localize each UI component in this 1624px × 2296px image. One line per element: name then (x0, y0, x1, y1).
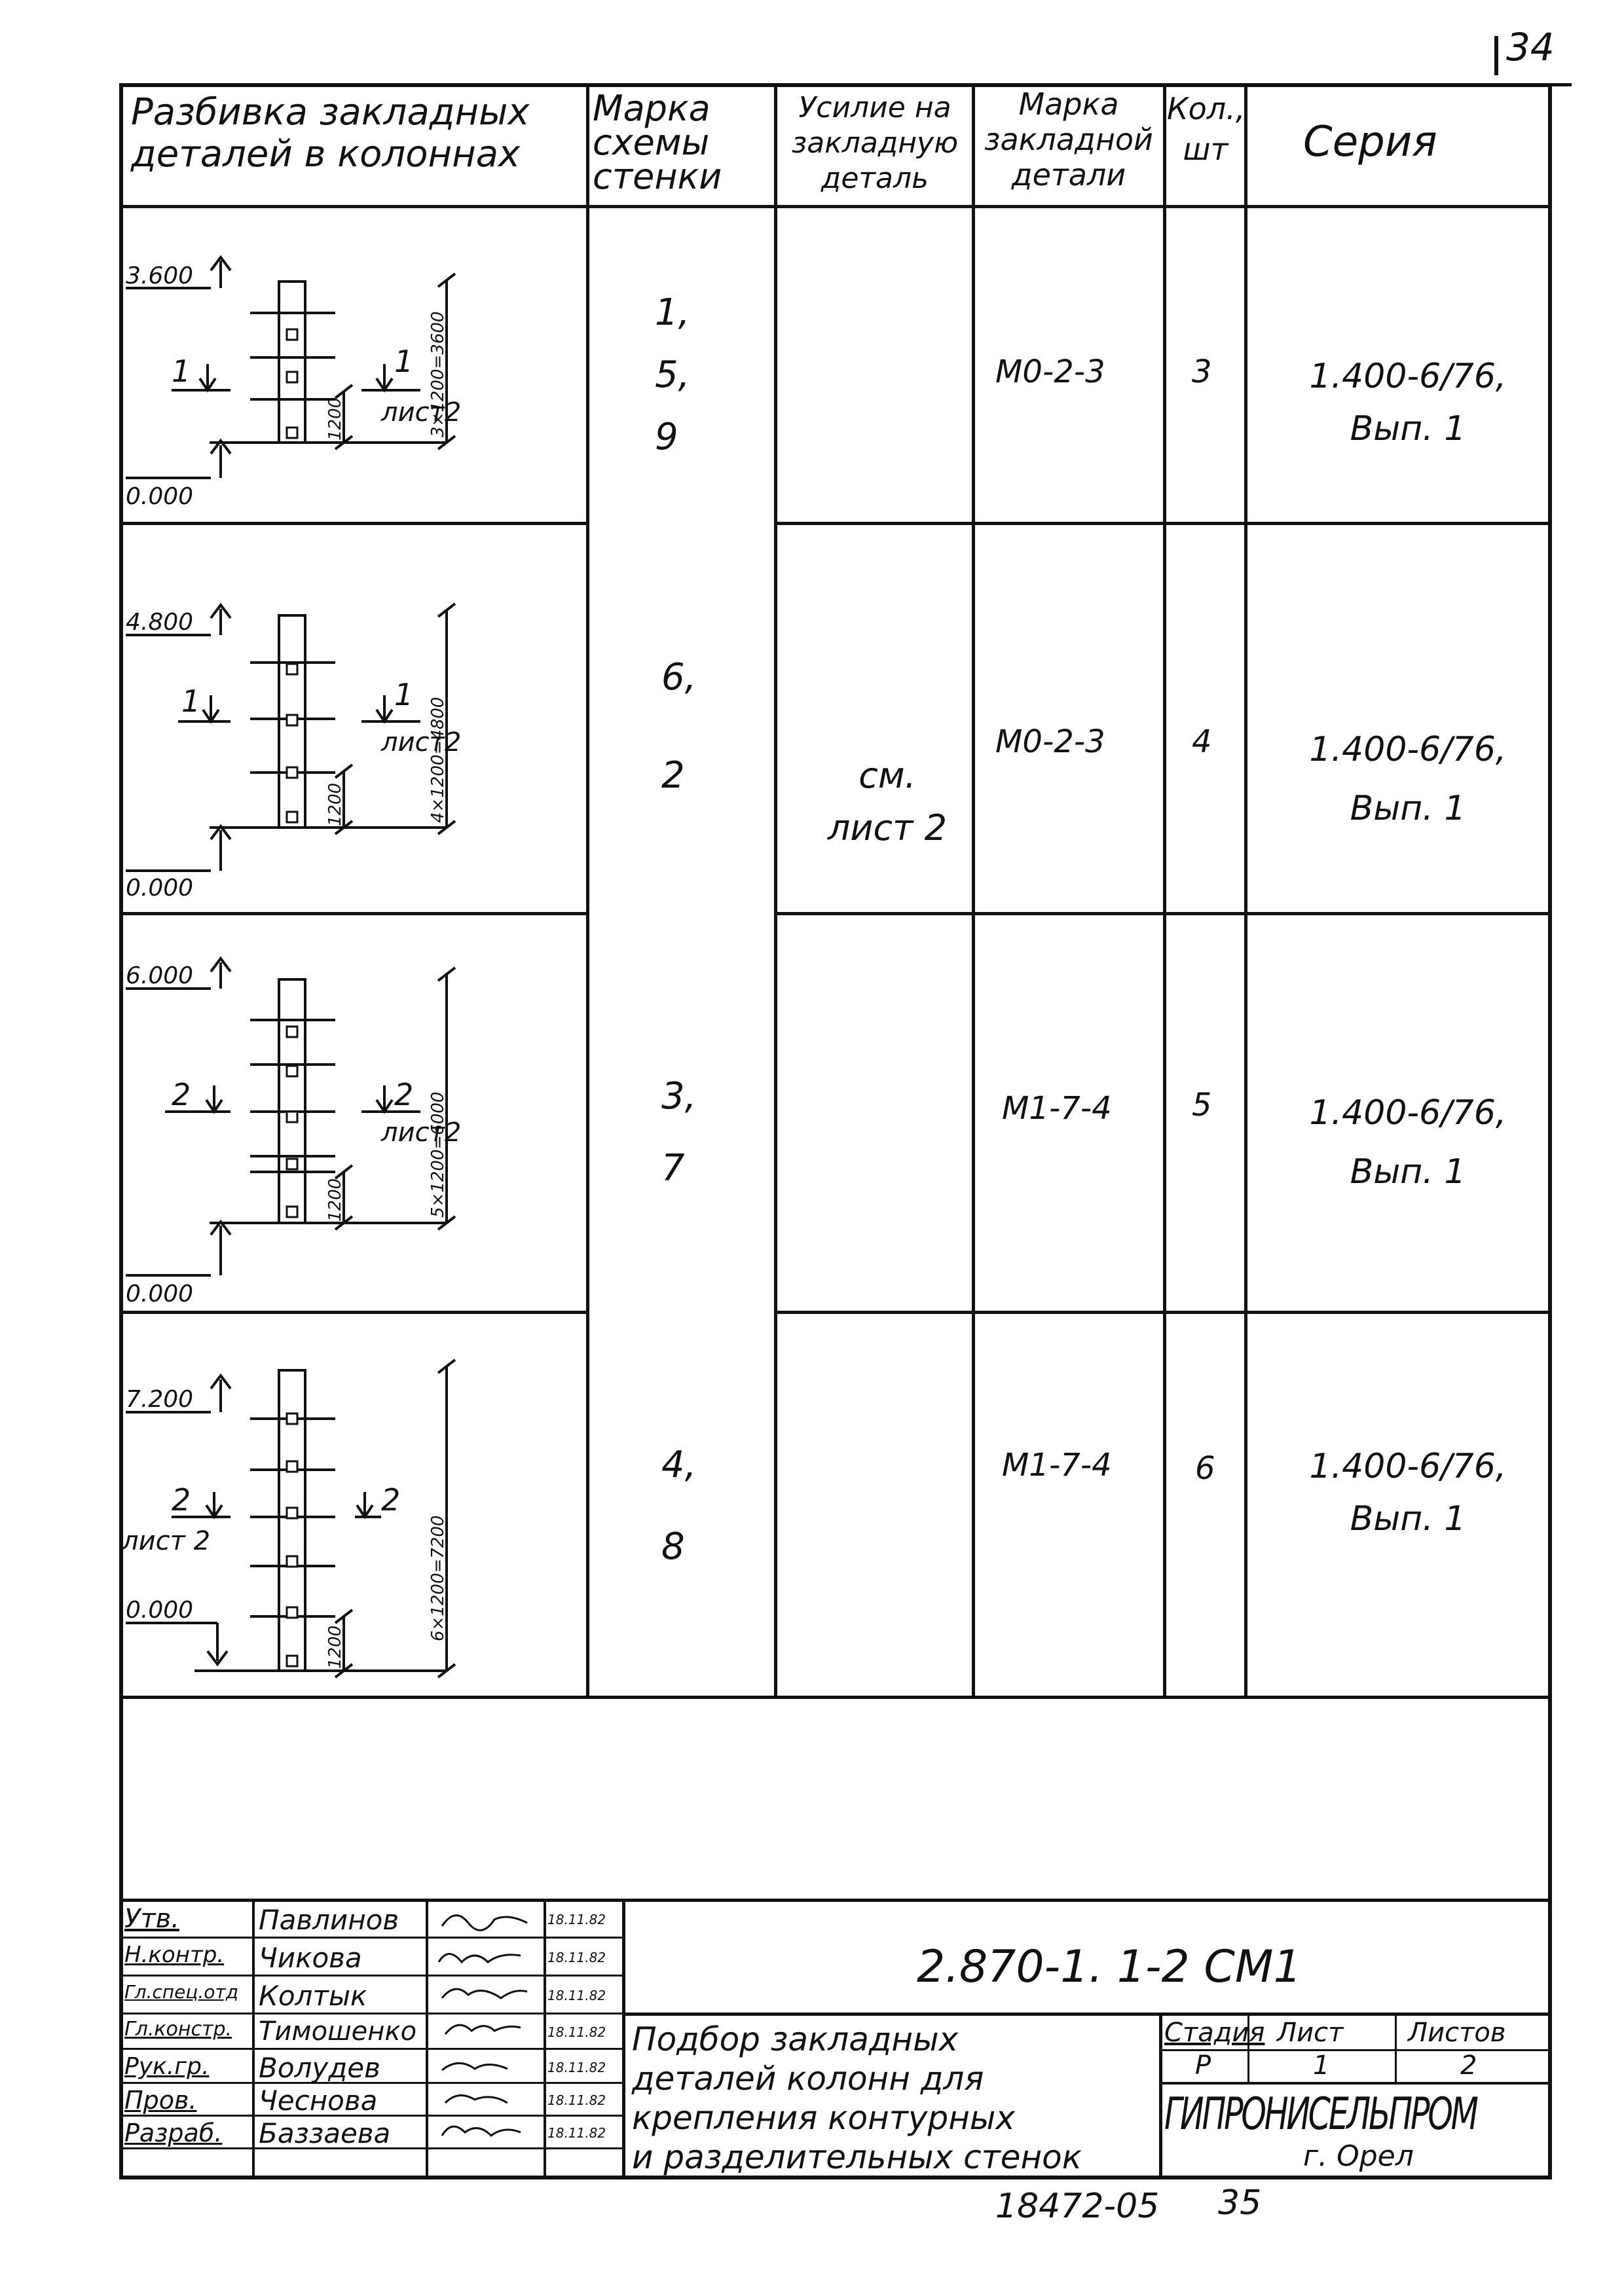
qty-2: 4 (1192, 723, 1212, 760)
archive-number: 18472-05 (995, 2187, 1160, 2226)
section-left-label: 1 (181, 683, 200, 719)
organization-name: ГИПРОНИСЕЛЬПРОМ (1164, 2088, 1479, 2140)
sheet-value: 1 (1313, 2050, 1330, 2081)
level-top: 4.800 (126, 609, 193, 636)
level-top: 3.600 (126, 263, 193, 289)
series-2: 1.400-6/76,Вып. 1 (1309, 730, 1507, 828)
main-frame (119, 83, 1552, 2179)
staff-date: 18.11.82 (547, 1988, 606, 2003)
section-left-label: 1 (172, 354, 191, 389)
level-top: 6.000 (126, 962, 193, 989)
staff-role: Пров. (124, 2086, 197, 2115)
wall-marks-1: 1,5,9 (655, 291, 690, 458)
staff-role: Гл.констр. (124, 2018, 232, 2041)
level-base: 0.000 (126, 1597, 193, 1624)
page-number: 34 (1506, 25, 1555, 69)
staff-role: Утв. (124, 1904, 179, 1934)
signatures (437, 1914, 528, 2137)
series-3: 1.400-6/76,Вып. 1 (1309, 1093, 1507, 1192)
staff-date: 18.11.82 (547, 1950, 606, 1965)
sheets-value: 2 (1460, 2050, 1477, 2081)
part-mark-3: М1-7-4 (1002, 1090, 1112, 1127)
series-4: 1.400-6/76,Вып. 1 (1309, 1447, 1507, 1539)
sheets-label: Листов (1408, 2018, 1506, 2048)
part-mark-4: М1-7-4 (1002, 1447, 1112, 1484)
wall-marks-4: 4,8 (661, 1444, 697, 1568)
wall-marks-3: 3,7 (661, 1075, 697, 1190)
section-right-label: 2 (394, 1077, 413, 1112)
sheet-label: Лист (1277, 2018, 1344, 2048)
document-title: Подбор закладных деталей колонн для креп… (632, 2020, 1082, 2176)
section-right-label: 1 (394, 344, 413, 379)
staff-name: Чикова (259, 1942, 362, 1974)
column-diagram-1: 3.600 0.000 1 1 лист2 1200 3×1200=3600 (126, 255, 461, 510)
staff-role: Разраб. (124, 2119, 223, 2147)
level-base: 0.000 (126, 875, 193, 902)
level-base: 0.000 (126, 1281, 193, 1307)
dim-small: 1200 (325, 1626, 345, 1669)
column-diagram-3: 6.000 0.000 2 2 лист2 1200 5×1200=6000 (126, 956, 461, 1307)
dim-total: 4×1200=4800 (428, 697, 448, 823)
staff-name: Тимошенко (259, 2016, 417, 2047)
section-right-label: 1 (394, 677, 413, 712)
qty-4: 6 (1195, 1450, 1215, 1487)
staff-date: 18.11.82 (547, 2125, 606, 2141)
dim-small: 1200 (325, 397, 345, 441)
staff-role: Рук.гр. (124, 2053, 210, 2080)
staff-name: Чеснова (259, 2085, 378, 2117)
staff-date: 18.11.82 (547, 2060, 606, 2075)
section-left-label: 2 (172, 1482, 191, 1518)
footer-page: 35 (1218, 2183, 1262, 2223)
dim-small: 1200 (325, 1178, 345, 1222)
sheet-ref: лист 2 (121, 1526, 210, 1556)
sheet-ref: лист2 (380, 397, 461, 428)
header-series: Серия (1303, 118, 1437, 166)
level-top: 7.200 (126, 1386, 193, 1413)
dim-total: 6×1200=7200 (428, 1516, 448, 1641)
level-base: 0.000 (126, 483, 193, 510)
effort-note: см.лист 2 (827, 755, 948, 848)
staff-name: Колтык (259, 1980, 367, 2012)
stage-label: Стадия (1164, 2018, 1265, 2048)
sheet-ref: лист2 (380, 727, 461, 757)
staff-date: 18.11.82 (547, 2024, 606, 2040)
column-diagram-4: 7.200 0.000 2 2 лист 2 1200 6×1200=7200 (121, 1358, 456, 1679)
qty-1: 3 (1192, 354, 1212, 390)
dim-total: 3×1200=3600 (428, 312, 448, 437)
staff-role: Гл.спец.отд (124, 1981, 239, 2003)
section-left-label: 2 (172, 1077, 191, 1112)
dim-total: 5×1200=6000 (428, 1092, 448, 1218)
series-1: 1.400-6/76,Вып. 1 (1309, 357, 1507, 448)
section-right-label: 2 (381, 1482, 400, 1518)
part-mark-1: М0-2-3 (995, 354, 1105, 390)
qty-3: 5 (1192, 1087, 1212, 1123)
wall-marks-2: 6,2 (661, 656, 697, 797)
frame-top-right (1552, 83, 1572, 86)
staff-name: Павлинов (259, 1904, 399, 1936)
staff-name: Баззаева (259, 2117, 391, 2149)
part-mark-2: М0-2-3 (995, 723, 1105, 760)
city: г. Орел (1303, 2140, 1414, 2173)
staff-date: 18.11.82 (547, 1912, 606, 1927)
staff-date: 18.11.82 (547, 2092, 606, 2108)
column-diagram-2: 4.800 0.000 1 1 лист2 1200 4×1200=4800 (126, 602, 461, 902)
sheet-ref: лист2 (380, 1118, 461, 1148)
stage-value: Р (1195, 2050, 1211, 2081)
header-qty: Кол.,шт (1167, 91, 1246, 167)
staff-name: Волудев (259, 2052, 380, 2084)
document-code: 2.870-1. 1-2 СМ1 (917, 1941, 1302, 1993)
dim-small: 1200 (325, 783, 345, 826)
staff-role: Н.контр. (124, 1942, 225, 1968)
